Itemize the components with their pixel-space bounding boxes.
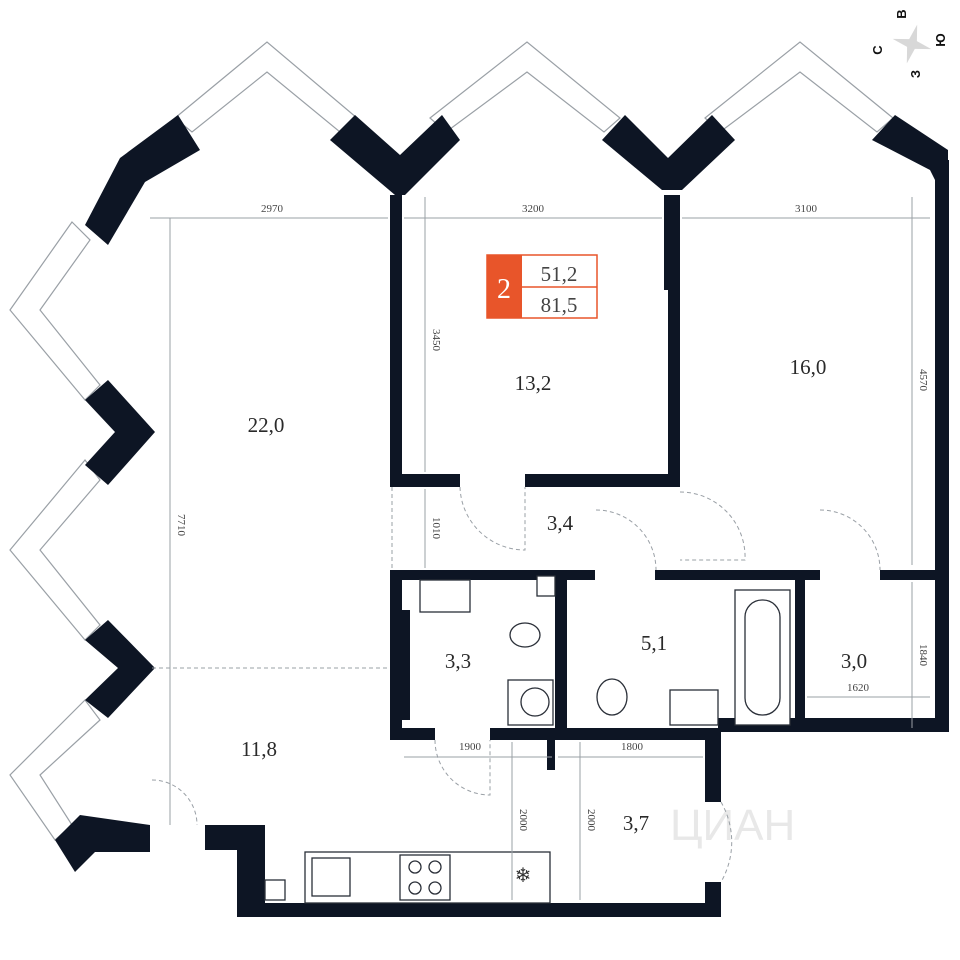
dimensions-bedroom2-width: 3100 — [795, 203, 818, 215]
room-area-bathroom: 5,1 — [641, 631, 667, 655]
watermark: ЦИАН — [670, 801, 795, 850]
compass-west: З — [908, 70, 923, 78]
dimensions-bedroom1-depth: 3450 — [430, 329, 442, 352]
doors — [151, 486, 881, 883]
room-area-living: 22,0 — [248, 413, 285, 437]
toilet-icon — [509, 622, 541, 648]
room-area-entrance: 3,7 — [623, 811, 649, 835]
room-area-hall: 3,4 — [547, 511, 574, 535]
dimensions-bedroom2-depth: 4570 — [917, 369, 929, 392]
apartment-badge: 2 51,2 81,5 — [486, 254, 598, 319]
compass-south: Ю — [933, 33, 948, 46]
room-area-wc: 3,3 — [445, 649, 471, 673]
sink-icon — [311, 857, 351, 897]
dimensions-living-width: 2970 — [261, 203, 284, 215]
compass-east: В — [894, 9, 909, 18]
sink-icon — [419, 579, 471, 613]
sink-icon — [669, 689, 719, 726]
dimensions-entrance-width: 1800 — [621, 741, 644, 753]
dimensions-closet-width: 1620 — [847, 682, 870, 694]
dimensions-closet-depth: 1840 — [917, 644, 929, 667]
compass-star-icon — [892, 24, 932, 64]
total-area: 81,5 — [541, 293, 578, 317]
room-areas: 22,0 13,2 16,0 3,4 3,3 5,1 3,0 11,8 3,7 — [241, 355, 867, 835]
toilet-icon — [596, 678, 628, 716]
dimensions-corridor-depth: 2000 — [517, 809, 529, 832]
compass — [892, 24, 932, 64]
dimensions-bedroom1-width: 3200 — [522, 203, 545, 215]
compass-north: С — [870, 45, 885, 55]
room-area-bedroom2: 16,0 — [790, 355, 827, 379]
room-area-bedroom1: 13,2 — [515, 371, 552, 395]
compass-labels: В С Ю З — [870, 9, 948, 78]
room-area-kitchen: 11,8 — [241, 737, 277, 761]
dimensions-entrance-depth: 2000 — [585, 809, 597, 832]
rooms-count: 2 — [497, 274, 511, 305]
dimensions-hall-depth: 1010 — [430, 517, 442, 540]
room-area-closet: 3,0 — [841, 649, 867, 673]
dimensions-wc-width: 1900 — [459, 741, 482, 753]
dimension-labels: 2970 3200 3100 3450 4570 7710 1010 1900 … — [175, 203, 929, 832]
stove-icon — [399, 854, 451, 901]
living-area: 51,2 — [541, 262, 578, 286]
walls — [55, 115, 949, 917]
dimensions-living-depth: 7710 — [175, 514, 187, 537]
windows — [9, 41, 894, 841]
dimension-lines — [150, 197, 930, 900]
fridge-icon: ❄ — [515, 865, 532, 887]
fixtures: ❄ — [264, 575, 791, 904]
